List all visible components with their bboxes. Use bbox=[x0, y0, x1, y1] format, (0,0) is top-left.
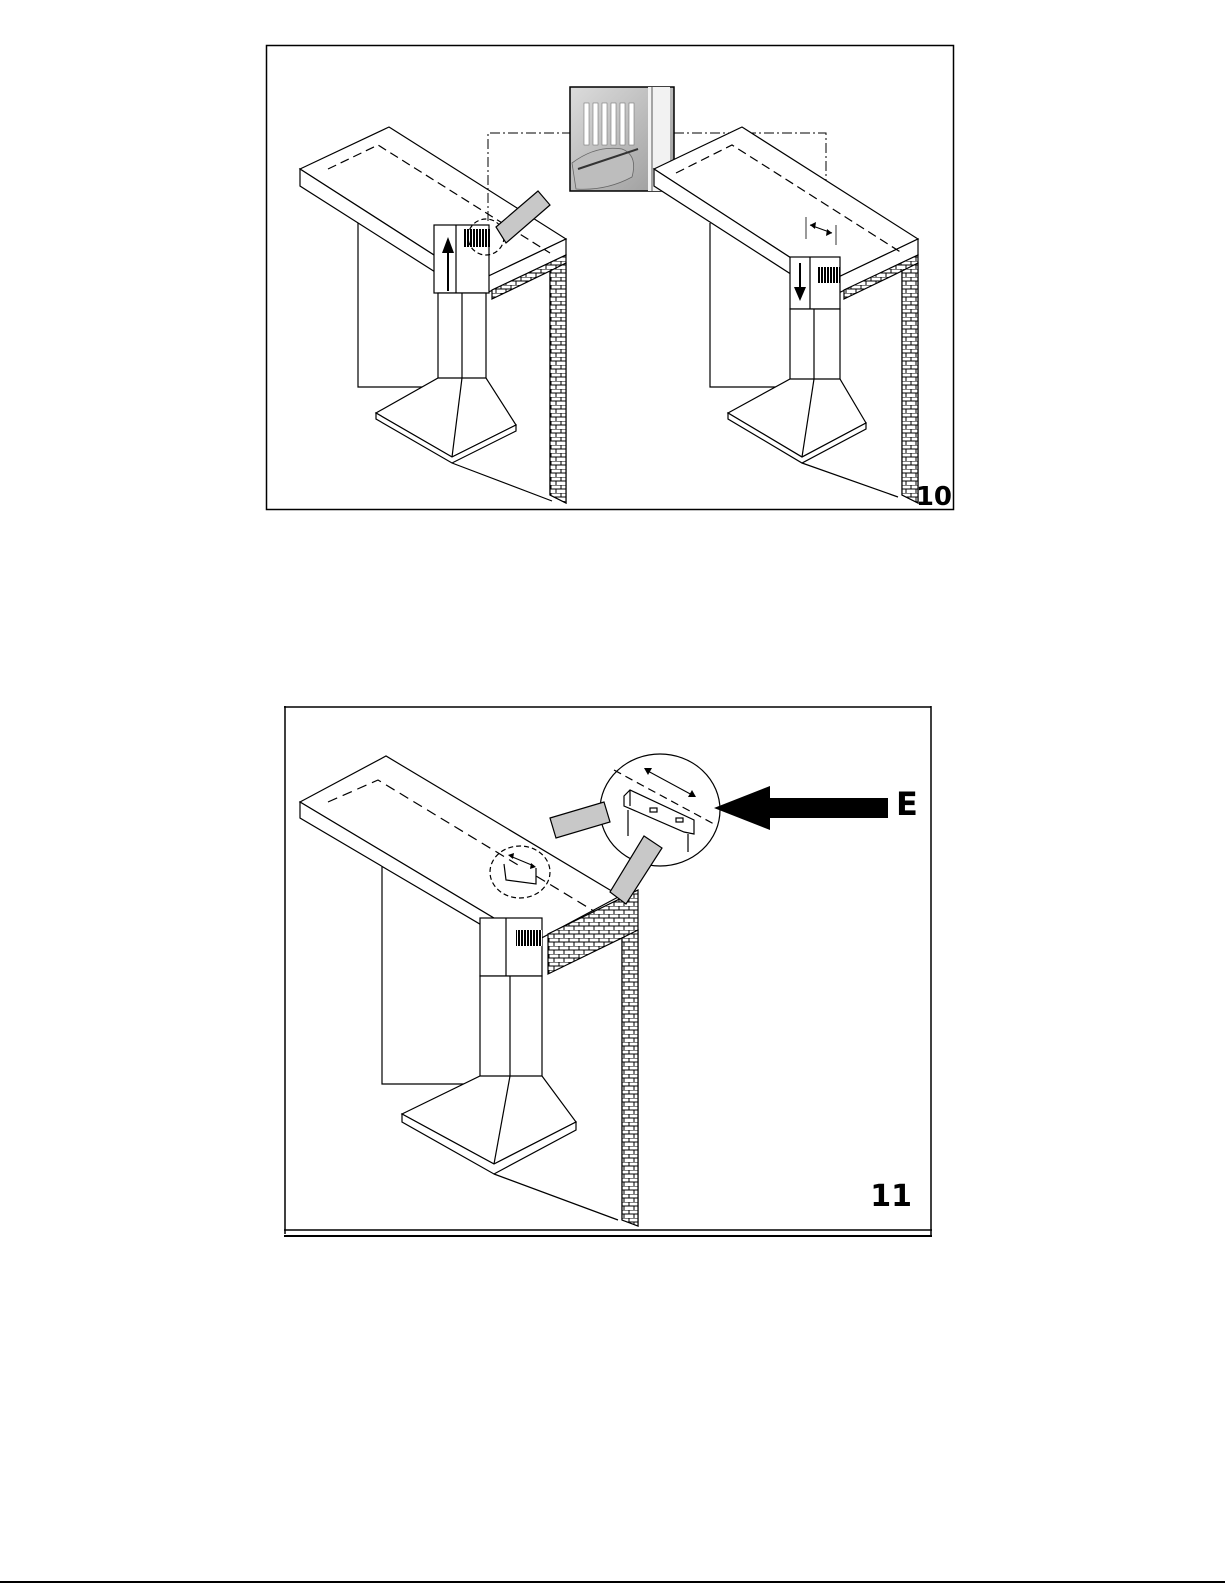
vent-slots-11 bbox=[516, 930, 542, 946]
ceiling-slab-11 bbox=[300, 756, 620, 942]
figure-10-drawing bbox=[266, 45, 954, 510]
upper-chimney-11 bbox=[480, 918, 542, 976]
hood-canopy-right bbox=[728, 379, 866, 457]
hood-left bbox=[300, 127, 566, 503]
arrow-e bbox=[714, 786, 888, 830]
figure-11-drawing bbox=[284, 706, 932, 1238]
figure-11: E 11 bbox=[284, 706, 932, 1238]
lower-chimney-11 bbox=[480, 976, 542, 1086]
hood-right bbox=[654, 127, 918, 503]
pointer-arrow-upper bbox=[550, 802, 610, 838]
vent-slots-left bbox=[464, 229, 490, 247]
label-e: E bbox=[896, 788, 918, 820]
hood-canopy-11 bbox=[402, 1076, 576, 1164]
page-bottom-rule bbox=[0, 1581, 1225, 1583]
hood-assembly-11 bbox=[300, 754, 720, 1226]
vent-slots-right bbox=[818, 267, 840, 283]
figure-number: 11 bbox=[870, 1182, 912, 1212]
figure-10: 10 bbox=[266, 45, 954, 510]
lower-chimney-right bbox=[790, 309, 840, 389]
hood-canopy-left bbox=[376, 378, 516, 457]
figure-number: 10 bbox=[916, 484, 952, 510]
